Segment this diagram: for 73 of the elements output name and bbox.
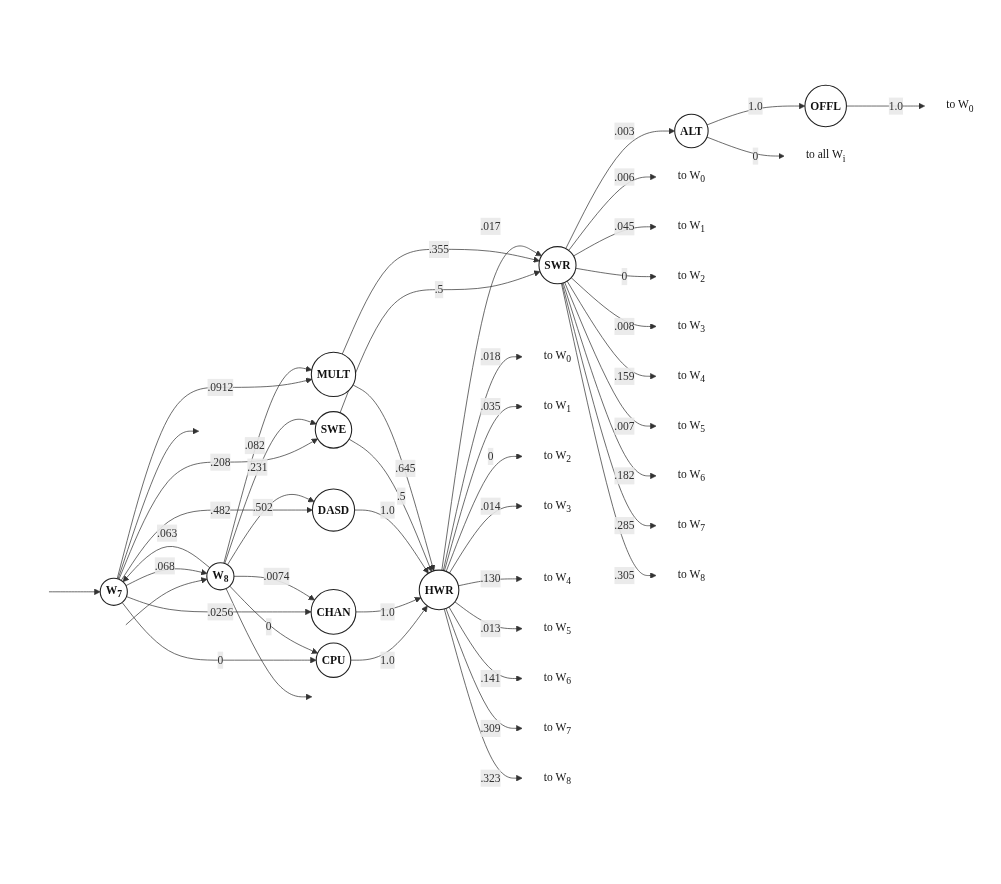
node-text: to W$_{6}$	[543, 670, 572, 687]
node-circle: W$_{8}$	[206, 562, 235, 591]
edge-label: .305	[614, 569, 635, 582]
edge-label: .231	[247, 460, 268, 473]
edge-label: .0912	[207, 380, 234, 394]
node-text: to W$_{7}$	[677, 518, 706, 534]
edge-label: .045	[614, 220, 635, 233]
edge-label: .502	[252, 501, 273, 514]
node-circle: HWR	[418, 569, 460, 611]
node-circle: OFFL	[804, 84, 847, 128]
edge-label: .063	[157, 526, 178, 539]
node-text: to W$_{1}$	[677, 219, 706, 235]
edge-label: .068	[154, 559, 175, 572]
node-circle: CHAN	[310, 589, 357, 635]
edge-label: 0	[265, 620, 272, 633]
node-text: to W$_{3}$	[677, 318, 706, 335]
edge-label: 1.0	[748, 99, 763, 112]
node-circle: ALT	[674, 113, 709, 149]
node-text: to W$_{5}$	[677, 418, 706, 434]
edge-label: .008	[614, 319, 635, 333]
node-text: to W$_{6}$	[677, 468, 706, 484]
edge-label: .5	[396, 489, 406, 502]
edge-label: .482	[210, 503, 231, 516]
edge-label: .007	[614, 419, 635, 432]
edge-label: .355	[428, 242, 450, 256]
node-circle: W$_{7}$	[99, 577, 128, 606]
node-text: to W$_{3}$	[543, 498, 572, 514]
node-circle: CPU	[315, 642, 352, 678]
node-text: to W$_{0}$	[677, 169, 706, 185]
edge-label: .018	[480, 350, 501, 363]
node-circle: MULT	[310, 351, 357, 398]
edge-label: .182	[614, 469, 635, 482]
edge-label: 1.0	[888, 99, 904, 112]
edge-label: 1.0	[380, 653, 395, 666]
node-text: to all W$_{i}$	[805, 148, 846, 164]
edge-label: .285	[614, 519, 635, 532]
node-circle: DASD	[311, 488, 356, 532]
edge-label: .159	[614, 369, 635, 383]
node-circle: SWR	[538, 246, 577, 285]
edge-label: .013	[480, 622, 501, 635]
node-text: to W$_{8}$	[677, 567, 706, 584]
edge-label: .323	[480, 771, 501, 784]
node-text: to W$_{2}$	[543, 448, 572, 465]
node-text: to W$_{4}$	[543, 571, 572, 587]
edge-label: .0256	[207, 605, 234, 618]
edge-label: .309	[480, 721, 501, 735]
edge-label: .645	[395, 461, 416, 475]
edge-label: .208	[210, 455, 231, 468]
edge-label: .003	[614, 124, 635, 137]
node-text: to W$_{2}$	[677, 269, 706, 285]
edge-label: 0	[621, 270, 628, 283]
node-text: to W$_{8}$	[543, 770, 572, 786]
edge-label: .141	[480, 672, 501, 685]
edge-label: 0	[752, 149, 759, 162]
node-text: to W$_{0}$	[543, 349, 572, 365]
edge-label: 1.0	[380, 503, 395, 516]
edge-label: .006	[614, 170, 635, 183]
edge-label: 0	[217, 653, 224, 666]
node-text: to W$_{7}$	[543, 720, 572, 736]
node-text: to W$_{0}$	[946, 98, 974, 114]
node-text: to W$_{5}$	[543, 621, 572, 637]
edge-label: .035	[480, 400, 501, 413]
edge-label: .130	[480, 572, 501, 585]
node-text: to W$_{1}$	[543, 398, 572, 415]
node-text: to W$_{4}$	[677, 368, 706, 384]
edge-label: .0074	[263, 569, 290, 583]
edge-label: 0	[487, 449, 494, 463]
edge-label: .5	[434, 283, 444, 296]
edge-label: .017	[480, 219, 501, 233]
edge-label: .082	[244, 439, 265, 452]
edge-label: .014	[480, 499, 501, 512]
edge-label: 1.0	[380, 605, 395, 618]
node-circle: SWE	[314, 411, 353, 449]
